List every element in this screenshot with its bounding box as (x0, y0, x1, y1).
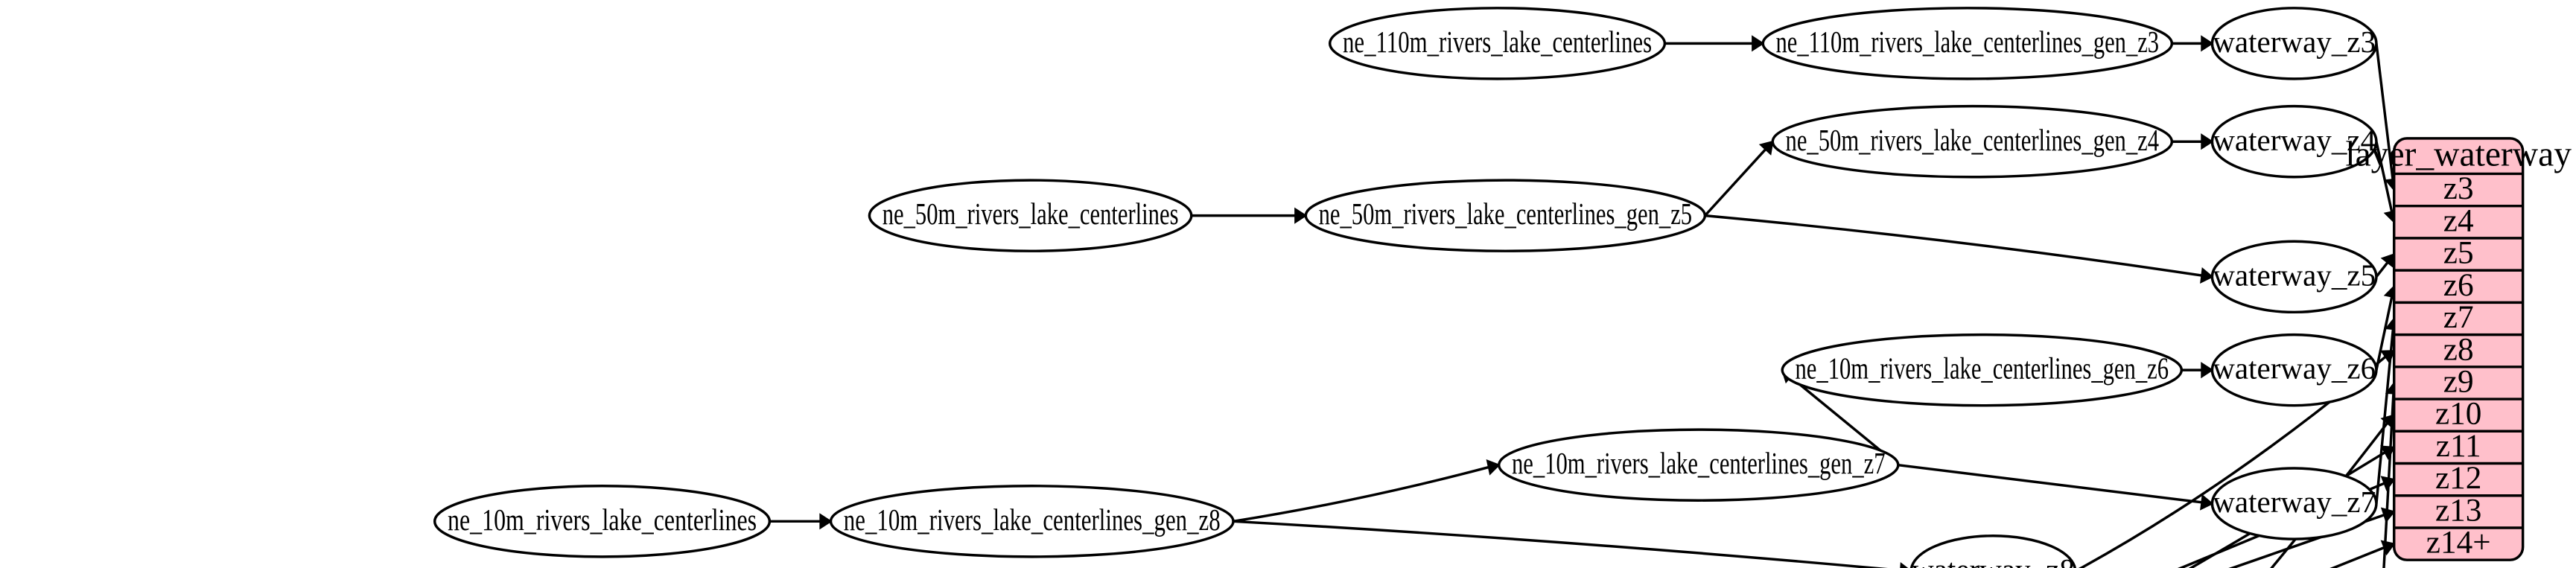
graph-edge-ne_50m_rivers_lake_centerlines_gen_z5--to--waterway_z5 (1705, 214, 2202, 277)
record-row-z3[interactable]: z3 (2443, 170, 2474, 206)
graph-node-waterway_z4[interactable]: waterway_z4 (2210, 104, 2378, 179)
graph-node-ne_110m_rivers_lake_centerlines_gen_z3[interactable]: ne_110m_rivers_lake_centerlines_gen_z3 (1761, 7, 2174, 80)
record-row-z7[interactable]: z7 (2443, 299, 2474, 335)
edge-arrowhead (2380, 540, 2396, 556)
node-ellipse (433, 485, 772, 558)
graph-edge-ne_10m_rivers_lake_centerlines_gen_z8--to--ne_10m_rivers_lake_centerlines_gen_z7 (1233, 465, 1489, 523)
node-label: ne_50m_rivers_lake_centerlines_gen_z5 (1319, 197, 1693, 231)
node-label: ne_10m_rivers_lake_centerlines (448, 502, 757, 537)
node-ellipse (1497, 428, 1900, 502)
record-row-z4[interactable]: z4 (2443, 202, 2474, 238)
graph-node-waterway_z6[interactable]: waterway_z6 (2210, 333, 2378, 407)
node-label: waterway_z7 (2213, 485, 2376, 519)
graph-edge-ne_10m_rivers_lake_centerlines_gen_z7--to--waterway_z7 (1898, 463, 2202, 504)
edge-arrowhead (2380, 507, 2396, 523)
nodes-layer: imposm3osm_waterway_linestringosm_import… (433, 7, 2378, 568)
node-ellipse (1909, 535, 2076, 568)
graph-node-waterway_z5[interactable]: waterway_z5 (2210, 240, 2378, 314)
edge-arrowhead (2201, 133, 2214, 150)
edge-arrowhead (1294, 207, 1308, 224)
graph-edge-waterway_z12--to--layer_waterway-z12 (2177, 482, 2385, 568)
graph-edge-waterway_z3--to--layer_waterway-z3 (2375, 43, 2394, 180)
node-ellipse (1761, 7, 2174, 80)
node-ellipse (2210, 467, 2378, 540)
node-label: waterway_z3 (2213, 25, 2376, 59)
edge-arrowhead (2379, 350, 2396, 364)
graph-edge-ne_10m_rivers_lake_centerlines_gen_z8--to--waterway_z8 (1233, 520, 1889, 568)
node-label: ne_110m_rivers_lake_centerlines (1343, 25, 1652, 59)
graph-node-ne_10m_rivers_lake_centerlines_gen_z7[interactable]: ne_10m_rivers_lake_centerlines_gen_z7 (1497, 428, 1900, 502)
edge-arrowhead (1758, 140, 1774, 156)
node-label: waterway_z8 (1912, 552, 2075, 568)
record-outer-frame (2392, 137, 2525, 561)
graph-edge-ne_50m_rivers_lake_centerlines_gen_z5--to--ne_50m_rivers_lake_centerlines_gen_z4 (1704, 148, 1767, 217)
node-ellipse (2210, 240, 2378, 314)
node-ellipse (868, 179, 1193, 252)
record-row-z10[interactable]: z10 (2435, 396, 2481, 432)
node-ellipse (1781, 333, 2184, 407)
edge-arrowhead (819, 513, 833, 530)
node-ellipse (2210, 104, 2378, 179)
graph-node-ne_10m_rivers_lake_centerlines_gen_z6[interactable]: ne_10m_rivers_lake_centerlines_gen_z6 (1781, 333, 2184, 407)
node-ellipse (2210, 7, 2378, 80)
edge-arrowhead (1900, 562, 1909, 568)
node-label: waterway_z5 (2213, 258, 2376, 292)
node-label: ne_50m_rivers_lake_centerlines_gen_z4 (1786, 123, 2160, 157)
record-row-z5[interactable]: z5 (2443, 235, 2474, 271)
edge-arrowhead (2200, 494, 2214, 511)
edge-arrowhead (2380, 252, 2395, 269)
node-label: ne_10m_rivers_lake_centerlines_gen_z7 (1512, 446, 1886, 480)
node-label: ne_10m_rivers_lake_centerlines_gen_z6 (1795, 351, 2169, 386)
node-label: waterway_z6 (2213, 351, 2376, 386)
record-row-z11[interactable]: z11 (2436, 428, 2481, 464)
graph-node-ne_10m_rivers_lake_centerlines_gen_z8[interactable]: ne_10m_rivers_lake_centerlines_gen_z8 (829, 485, 1235, 558)
edge-arrowhead (1752, 35, 1765, 52)
node-ellipse (2210, 333, 2378, 407)
node-label: waterway_z4 (2213, 123, 2376, 157)
graph-node-ne_50m_rivers_lake_centerlines_gen_z5[interactable]: ne_50m_rivers_lake_centerlines_gen_z5 (1304, 179, 1707, 252)
graph-edge-waterway_z4--to--layer_waterway-z4 (2375, 141, 2394, 212)
edge-arrowhead (2200, 267, 2214, 284)
edge-arrowhead (1486, 459, 1501, 476)
record-node-layer-waterway[interactable]: layer_waterwayz3z4z5z6z7z8z9z10z11z12z13… (2345, 135, 2572, 561)
node-label: ne_50m_rivers_lake_centerlines (882, 197, 1179, 231)
record-header-label: layer_waterway (2345, 135, 2572, 174)
edge-arrowhead (2380, 445, 2396, 460)
record-row-z12[interactable]: z12 (2435, 460, 2481, 496)
graph-node-ne_50m_rivers_lake_centerlines_gen_z4[interactable]: ne_50m_rivers_lake_centerlines_gen_z4 (1771, 104, 2174, 179)
edge-arrowhead (2201, 362, 2214, 379)
graph-edge-waterway_z5--to--layer_waterway-z5 (2375, 261, 2389, 278)
record-row-z9[interactable]: z9 (2443, 364, 2474, 400)
graph-node-waterway_z3[interactable]: waterway_z3 (2210, 7, 2378, 80)
graph-node-waterway_z8[interactable]: waterway_z8 (1909, 535, 2076, 568)
node-label: ne_110m_rivers_lake_centerlines_gen_z3 (1776, 25, 2160, 59)
node-ellipse (829, 485, 1235, 558)
graph-node-ne_50m_rivers_lake_centerlines[interactable]: ne_50m_rivers_lake_centerlines (868, 179, 1193, 252)
edge-arrowhead (2380, 476, 2396, 491)
edge-arrowhead (2201, 35, 2214, 52)
record-row-z8[interactable]: z8 (2443, 331, 2474, 367)
record-row-z14+[interactable]: z14+ (2426, 525, 2491, 561)
graph-node-waterway_z7[interactable]: waterway_z7 (2210, 467, 2378, 540)
record-node-layer: layer_waterwayz3z4z5z6z7z8z9z10z11z12z13… (2345, 135, 2572, 561)
node-ellipse (1771, 104, 2174, 179)
record-row-z6[interactable]: z6 (2443, 267, 2474, 303)
node-ellipse (1304, 179, 1707, 252)
record-row-z13[interactable]: z13 (2435, 492, 2481, 528)
node-ellipse (1328, 7, 1667, 80)
node-label: ne_10m_rivers_lake_centerlines_gen_z8 (844, 502, 1221, 537)
graph-node-ne_10m_rivers_lake_centerlines[interactable]: ne_10m_rivers_lake_centerlines (433, 485, 772, 558)
graph-node-ne_110m_rivers_lake_centerlines[interactable]: ne_110m_rivers_lake_centerlines (1328, 7, 1667, 80)
